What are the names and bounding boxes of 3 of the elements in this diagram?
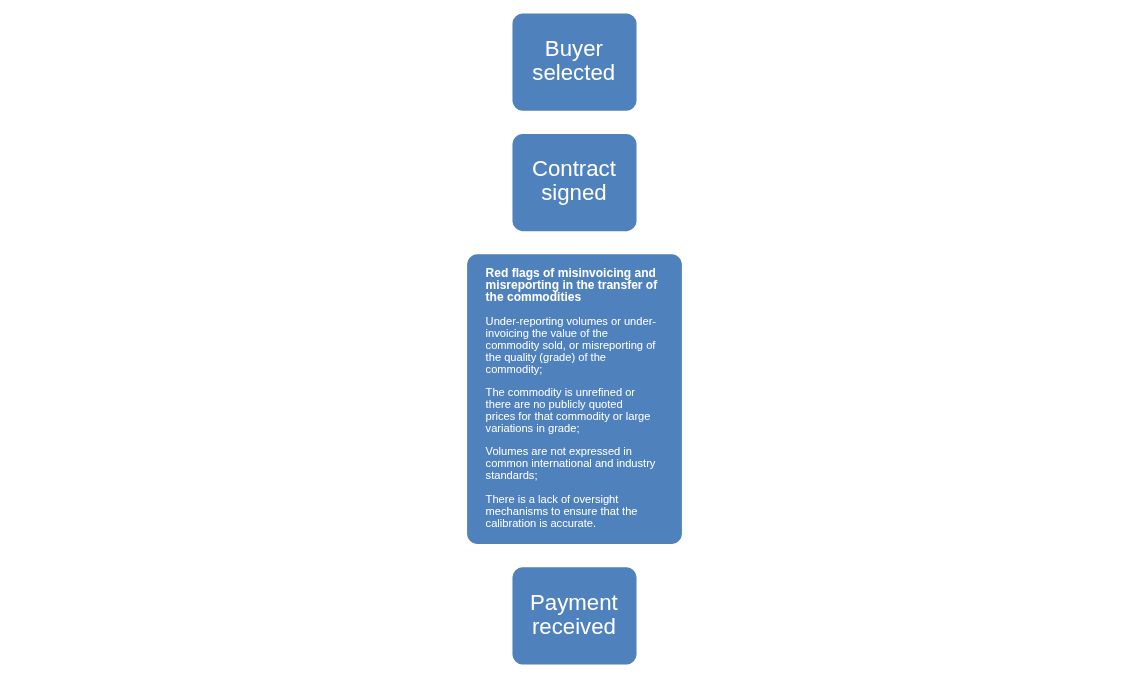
node-box: Payment received — [509, 564, 639, 668]
node-box: Contract signed — [509, 131, 639, 234]
node-box: Buyer selected — [509, 10, 639, 114]
